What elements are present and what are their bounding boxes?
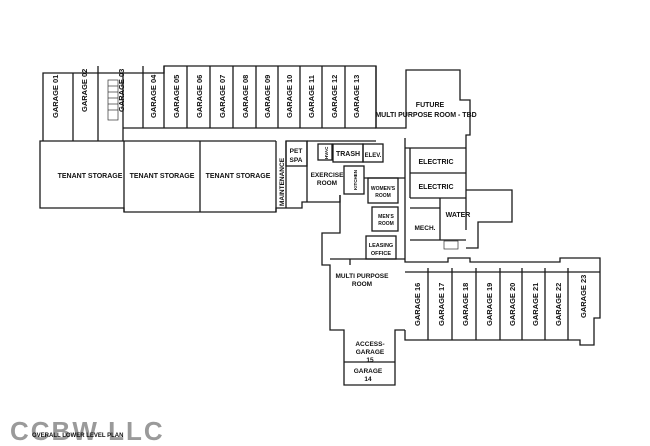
north-garage-labels: GARAGE 01 GARAGE 02 GARAGE 03 GARAGE 04 … [51, 69, 361, 118]
garage-22-label: GARAGE 22 [554, 283, 563, 326]
kitchen-label: KITCHEN [353, 170, 358, 190]
electric-1-label: ELECTRIC [419, 159, 454, 166]
future-label: FUTURE [416, 102, 445, 109]
garage-09-label: GARAGE 09 [263, 75, 272, 118]
garage-06-label: GARAGE 06 [195, 75, 204, 118]
mpr-room-label: ROOM [352, 281, 372, 288]
building-outline [39, 65, 601, 386]
garage-14-number: 14 [364, 376, 372, 383]
garage-07-label: GARAGE 07 [218, 75, 227, 118]
garage-12-label: GARAGE 12 [330, 75, 339, 118]
garage-04-label: GARAGE 04 [149, 74, 158, 118]
garage-10-label: GARAGE 10 [285, 75, 294, 118]
future-mpr-label: MULTI PURPOSE ROOM - TBD [375, 112, 476, 119]
mens-label: MEN'S [378, 214, 394, 220]
tenant-storage-3-label: TENANT STORAGE [206, 173, 271, 180]
spa-label: SPA [290, 157, 303, 164]
garage-16-label: GARAGE 16 [413, 283, 422, 326]
west-interior-walls [123, 140, 376, 212]
hvac-label: HVAC [324, 146, 329, 159]
electric-2-label: ELECTRIC [419, 184, 454, 191]
garage-11-label: GARAGE 11 [307, 75, 316, 118]
garage-13-label: GARAGE 13 [352, 75, 361, 118]
water-label: WATER [446, 212, 471, 219]
elev-label: ELEV. [365, 153, 382, 159]
garage-14-label: GARAGE [354, 368, 383, 375]
watermark: CCBW LLC [10, 416, 165, 446]
mpr-label: MULTI PURPOSE [336, 273, 390, 280]
garage-01-label: GARAGE 01 [51, 75, 60, 118]
garage-21-label: GARAGE 21 [531, 283, 540, 326]
garage-23-label: GARAGE 23 [579, 275, 588, 318]
garage-02-label: GARAGE 02 [80, 69, 89, 112]
mech-label: MECH. [415, 225, 436, 232]
garage-19-label: GARAGE 19 [485, 283, 494, 326]
garage-20-label: GARAGE 20 [508, 283, 517, 326]
garage-18-label: GARAGE 18 [461, 283, 470, 326]
leasing-office-label: OFFICE [371, 251, 391, 257]
room-labels: FUTURE MULTI PURPOSE ROOM - TBD TENANT S… [58, 102, 477, 288]
maintenance-label: MAINTENANCE [279, 157, 286, 206]
exercise-label: EXERCISE [311, 172, 345, 179]
southeast-garage-walls [405, 268, 600, 340]
leasing-label: LEASING [369, 243, 393, 249]
service-core-walls [317, 143, 466, 363]
plan-title: OVERALL LOWER LEVEL PLAN [32, 433, 123, 439]
womens-label: WOMEN'S [371, 186, 396, 192]
trash-label: TRASH [336, 151, 360, 158]
exercise-room-label: ROOM [317, 180, 337, 187]
north-garage-walls [43, 66, 376, 142]
garage-03-label: GARAGE 03 [117, 69, 126, 112]
pet-label: PET [290, 148, 303, 155]
tenant-storage-2-label: TENANT STORAGE [130, 173, 195, 180]
mens-room-label: ROOM [378, 221, 394, 227]
garage-17-label: GARAGE 17 [437, 283, 446, 326]
tenant-storage-1-label: TENANT STORAGE [58, 173, 123, 180]
womens-room-label: ROOM [375, 193, 391, 199]
garage-05-label: GARAGE 05 [172, 75, 181, 118]
garage-08-label: GARAGE 08 [241, 75, 250, 118]
